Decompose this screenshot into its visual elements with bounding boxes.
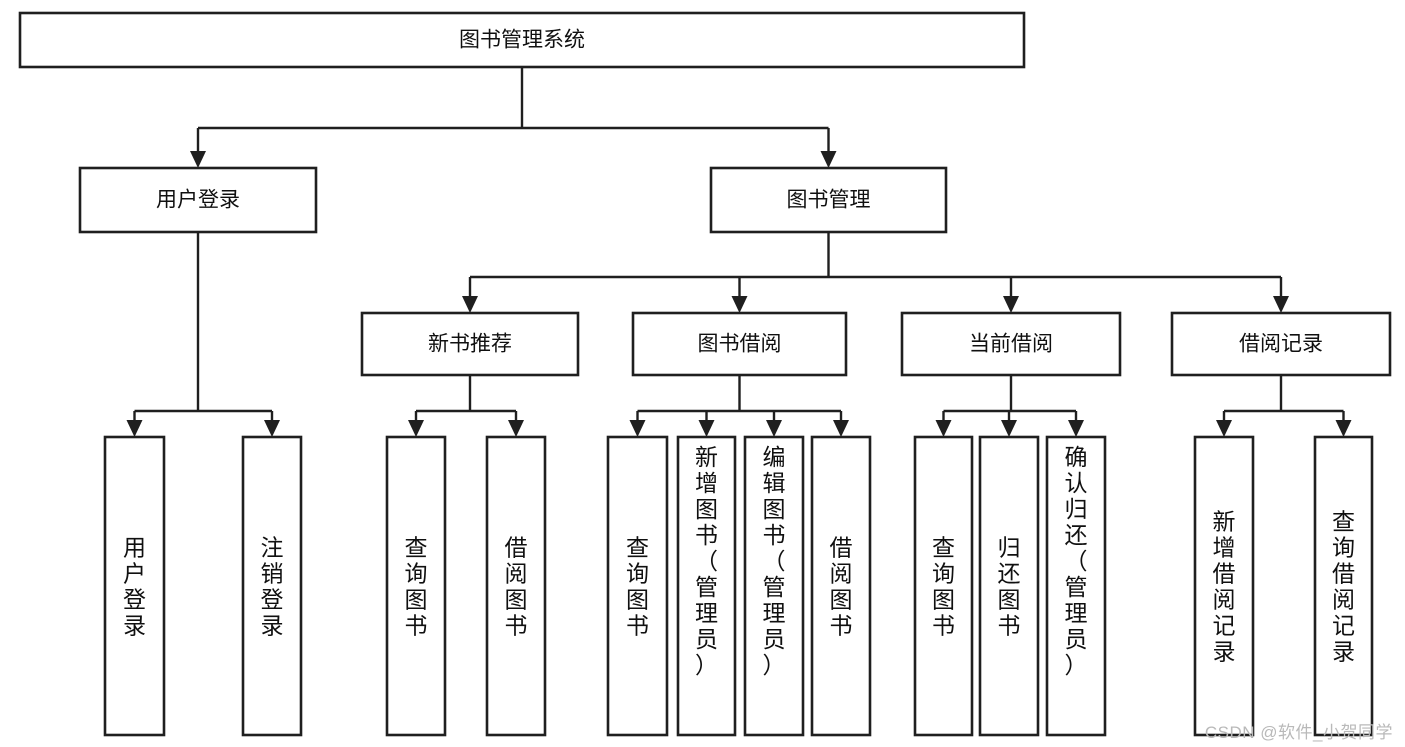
book-manage-to-level3-branch-0-arrowhead xyxy=(462,296,478,313)
node-root-label: 图书管理系统 xyxy=(459,29,585,52)
node-leaf-return-book-label: 归还图书 xyxy=(998,534,1021,638)
node-leaf-confirm-return-admin[interactable]: 确认归还（管理员） xyxy=(1045,435,1107,737)
node-boxes: 图书管理系统用户登录图书管理新书推荐图书借阅当前借阅借阅记录用户登录注销登录查询… xyxy=(18,11,1392,737)
node-leaf-add-borrow-record-rect[interactable] xyxy=(1193,435,1255,737)
node-book-manage[interactable]: 图书管理 xyxy=(709,166,948,234)
node-leaf-add-borrow-record[interactable]: 新增借阅记录 xyxy=(1193,435,1255,737)
borrow-record-to-leaves-branch-1-arrowhead xyxy=(1335,420,1352,437)
book-manage-to-level3-branch-3-arrowhead xyxy=(1273,296,1289,313)
node-leaf-borrow-book-recommend[interactable]: 借阅图书 xyxy=(485,435,547,737)
node-user-login-label: 用户登录 xyxy=(156,189,240,212)
node-leaf-logout-label: 注销登录 xyxy=(261,534,284,638)
book-manage-to-level3-branch-1-arrowhead xyxy=(731,296,748,313)
node-leaf-query-borrow-record-rect[interactable] xyxy=(1313,435,1374,737)
node-leaf-query-book-current-rect[interactable] xyxy=(913,435,974,737)
node-current-borrow[interactable]: 当前借阅 xyxy=(900,311,1122,377)
node-leaf-user-login[interactable]: 用户登录 xyxy=(103,435,166,737)
node-leaf-query-borrow-record-label: 查询借阅记录 xyxy=(1332,508,1355,664)
node-borrow-record-rect[interactable] xyxy=(1170,311,1392,377)
node-leaf-query-book-recommend[interactable]: 查询图书 xyxy=(385,435,447,737)
node-leaf-logout-rect[interactable] xyxy=(241,435,303,737)
node-leaf-query-borrow-record[interactable]: 查询借阅记录 xyxy=(1313,435,1374,737)
node-new-book-recommend-label: 新书推荐 xyxy=(428,333,512,356)
user-login-to-leaves-branch-0-arrowhead xyxy=(126,420,143,437)
node-book-borrow-label: 图书借阅 xyxy=(698,333,782,356)
new-book-recommend-to-leaves-branch-0-arrowhead xyxy=(408,420,424,437)
node-leaf-borrow-book-recommend-rect[interactable] xyxy=(485,435,547,737)
node-leaf-query-book-recommend-rect[interactable] xyxy=(385,435,447,737)
node-leaf-user-login-label: 用户登录 xyxy=(123,534,146,638)
book-borrow-to-leaves-branch-1-arrowhead xyxy=(698,420,715,437)
root-to-level2-branch-1-arrowhead xyxy=(820,151,837,168)
node-book-borrow-rect[interactable] xyxy=(631,311,848,377)
node-leaf-confirm-return-admin-label: 确认归还（管理员） xyxy=(1065,444,1088,678)
node-leaf-user-login-rect[interactable] xyxy=(103,435,166,737)
node-root[interactable]: 图书管理系统 xyxy=(18,11,1026,69)
node-new-book-recommend[interactable]: 新书推荐 xyxy=(360,311,580,377)
node-leaf-edit-book-admin-label: 编辑图书（管理员） xyxy=(763,444,786,678)
connector-edges xyxy=(126,67,1352,437)
root-to-level2-branch-0-arrowhead xyxy=(190,151,206,168)
node-new-book-recommend-rect[interactable] xyxy=(360,311,580,377)
node-leaf-query-book-current[interactable]: 查询图书 xyxy=(913,435,974,737)
node-leaf-borrow-book-recommend-label: 借阅图书 xyxy=(505,534,528,638)
node-leaf-return-book-rect[interactable] xyxy=(978,435,1040,737)
book-borrow-to-leaves-branch-0-arrowhead xyxy=(629,420,646,437)
current-borrow-to-leaves-branch-0-arrowhead xyxy=(935,420,952,437)
node-root-rect[interactable] xyxy=(18,11,1026,69)
book-borrow-to-leaves-branch-2-arrowhead xyxy=(766,420,782,437)
node-borrow-record-label: 借阅记录 xyxy=(1239,333,1323,356)
node-current-borrow-rect[interactable] xyxy=(900,311,1122,377)
node-book-manage-rect[interactable] xyxy=(709,166,948,234)
node-leaf-query-book-borrow-rect[interactable] xyxy=(606,435,669,737)
current-borrow-to-leaves-branch-2-arrowhead xyxy=(1068,420,1084,437)
book-manage-to-level3-branch-2-arrowhead xyxy=(1003,296,1019,313)
node-leaf-confirm-return-admin-rect[interactable] xyxy=(1045,435,1107,737)
node-leaf-add-book-admin[interactable]: 新增图书（管理员） xyxy=(676,435,737,737)
node-leaf-add-book-admin-label: 新增图书（管理员） xyxy=(695,444,718,678)
node-leaf-add-borrow-record-label: 新增借阅记录 xyxy=(1213,508,1236,664)
new-book-recommend-to-leaves-branch-1-arrowhead xyxy=(508,420,524,437)
node-leaf-logout[interactable]: 注销登录 xyxy=(241,435,303,737)
node-leaf-borrow-book-rect[interactable] xyxy=(810,435,872,737)
node-leaf-query-book-recommend-label: 查询图书 xyxy=(405,534,428,638)
book-borrow-to-leaves-branch-3-arrowhead xyxy=(833,420,849,437)
node-book-borrow[interactable]: 图书借阅 xyxy=(631,311,848,377)
node-leaf-query-book-borrow[interactable]: 查询图书 xyxy=(606,435,669,737)
node-leaf-return-book[interactable]: 归还图书 xyxy=(978,435,1040,737)
user-login-to-leaves-branch-1-arrowhead xyxy=(264,420,280,437)
current-borrow-to-leaves-branch-1-arrowhead xyxy=(1001,420,1017,437)
node-leaf-borrow-book[interactable]: 借阅图书 xyxy=(810,435,872,737)
node-book-manage-label: 图书管理 xyxy=(787,189,871,212)
node-leaf-edit-book-admin[interactable]: 编辑图书（管理员） xyxy=(743,435,805,737)
node-leaf-add-book-admin-rect[interactable] xyxy=(676,435,737,737)
watermark-text: CSDN @软件_小贺同学 xyxy=(1204,723,1393,742)
borrow-record-to-leaves-branch-0-arrowhead xyxy=(1216,420,1232,437)
node-leaf-borrow-book-label: 借阅图书 xyxy=(830,534,853,638)
node-leaf-query-book-borrow-label: 查询图书 xyxy=(626,534,649,638)
node-leaf-edit-book-admin-rect[interactable] xyxy=(743,435,805,737)
node-user-login[interactable]: 用户登录 xyxy=(78,166,318,234)
node-leaf-query-book-current-label: 查询图书 xyxy=(932,534,955,638)
node-user-login-rect[interactable] xyxy=(78,166,318,234)
node-borrow-record[interactable]: 借阅记录 xyxy=(1170,311,1392,377)
node-current-borrow-label: 当前借阅 xyxy=(969,333,1053,356)
